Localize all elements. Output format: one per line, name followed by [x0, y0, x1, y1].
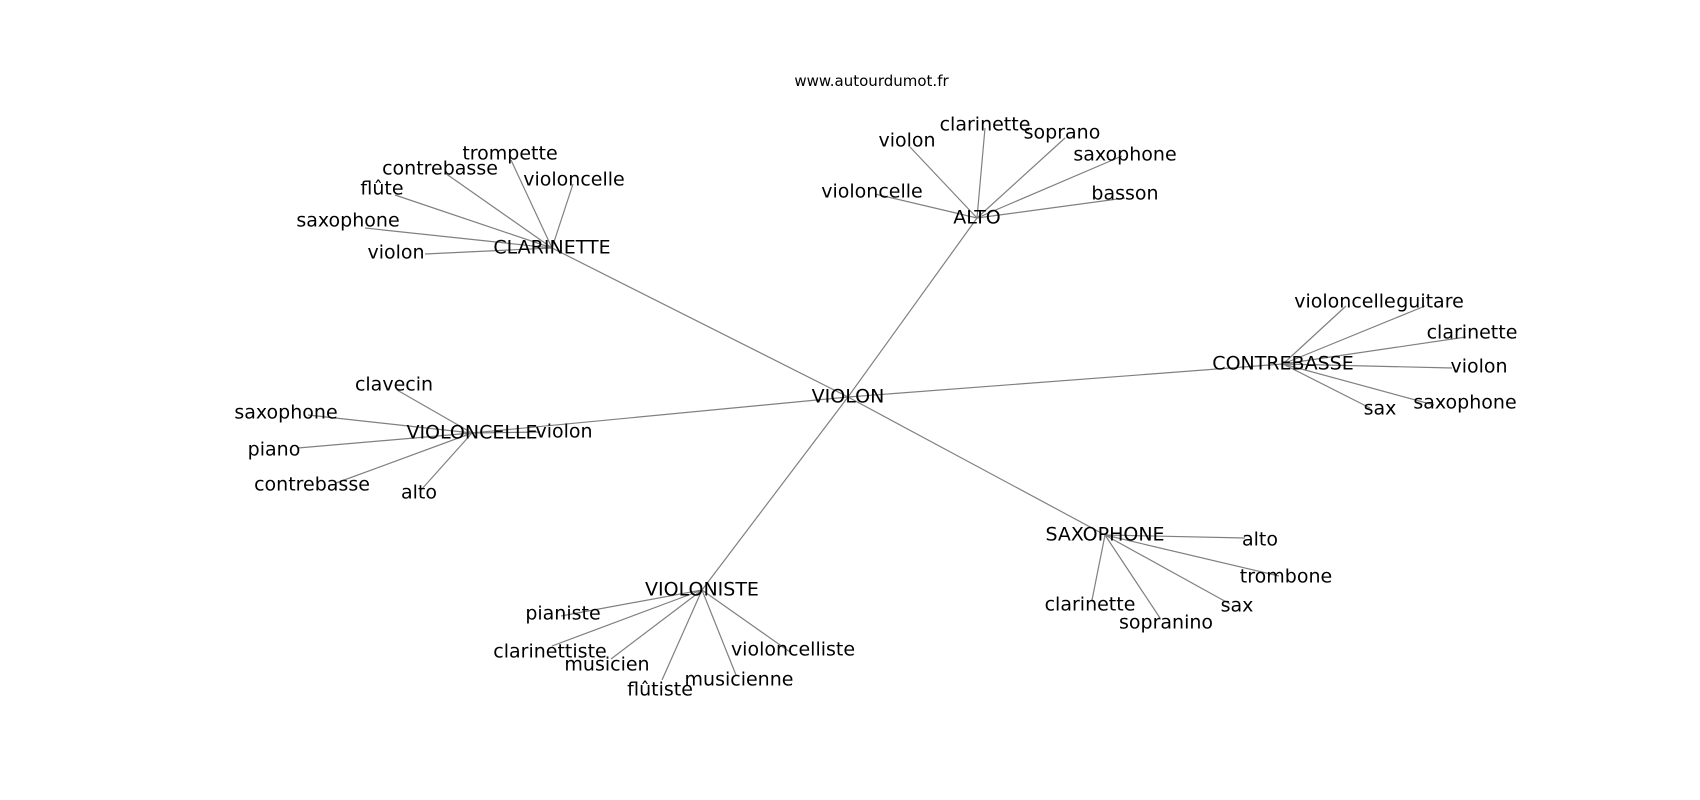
edge-clarinette-leaf — [364, 227, 553, 249]
edge-contrebasse-leaf — [1282, 363, 1453, 369]
edge-alto-leaf — [976, 127, 986, 219]
edge-contrebasse-leaf — [1282, 336, 1467, 365]
edge-saxophone-leaf — [1104, 534, 1280, 577]
leaf-word-violoncelle[interactable]: clavecin — [355, 374, 433, 396]
leaf-word-contrebasse[interactable]: sax — [1364, 398, 1397, 420]
leaf-word-clarinette[interactable]: trompette — [462, 143, 557, 165]
edge-violoncelle-leaf — [297, 432, 473, 449]
edge-root-saxophone — [847, 396, 1106, 536]
leaf-word-saxophone[interactable]: clarinette — [1045, 594, 1136, 616]
hub-word-violoniste[interactable]: VIOLONISTE — [645, 579, 759, 601]
leaf-word-clarinette[interactable]: contrebasse — [382, 158, 498, 180]
edge-violoniste-leaf — [701, 589, 791, 653]
edge-alto-leaf — [909, 146, 978, 219]
hub-word-violoncelle[interactable]: VIOLONCELLE — [406, 422, 537, 444]
leaf-word-clarinette[interactable]: flûte — [360, 178, 403, 200]
edge-clarinette-leaf — [444, 172, 553, 249]
leaf-word-contrebasse[interactable]: violon — [1450, 356, 1507, 378]
leaf-word-violoncelle[interactable]: piano — [248, 439, 301, 461]
graph-edges — [297, 127, 1467, 681]
edge-clarinette-leaf — [551, 183, 574, 249]
hub-word-contrebasse[interactable]: CONTREBASSE — [1212, 353, 1353, 375]
edge-contrebasse-leaf — [1282, 363, 1371, 409]
edge-violoniste-leaf — [560, 589, 703, 617]
leaf-word-saxophone[interactable]: trombone — [1240, 566, 1332, 588]
edge-root-violoniste — [701, 396, 849, 591]
edge-saxophone-leaf — [1104, 534, 1246, 539]
leaf-word-violoncelle[interactable]: alto — [401, 482, 437, 504]
edge-violoniste-leaf — [701, 589, 737, 676]
edge-clarinette-leaf — [394, 194, 553, 249]
leaf-word-saxophone[interactable]: sax — [1221, 595, 1254, 617]
root-word[interactable]: VIOLON — [812, 386, 885, 408]
leaf-word-contrebasse[interactable]: clarinette — [1427, 322, 1518, 344]
edge-alto-leaf — [976, 155, 1123, 219]
edge-root-alto — [847, 217, 978, 398]
edge-violoncelle-leaf — [307, 414, 473, 434]
edge-clarinette-leaf — [510, 159, 553, 249]
edge-violoniste-leaf — [551, 589, 703, 647]
leaf-word-violoniste[interactable]: musicienne — [685, 669, 794, 691]
leaf-word-alto[interactable]: clarinette — [940, 114, 1031, 136]
edge-saxophone-leaf — [1104, 534, 1231, 605]
edge-alto-leaf — [976, 197, 1126, 219]
edge-clarinette-leaf — [424, 247, 553, 255]
leaf-word-contrebasse[interactable]: saxophone — [1413, 392, 1516, 414]
site-url[interactable]: www.autourdumot.fr — [794, 72, 949, 90]
leaf-word-contrebasse[interactable]: guitare — [1396, 291, 1464, 313]
leaf-word-clarinette[interactable]: violoncelle — [523, 169, 624, 191]
edge-alto-leaf — [976, 137, 1066, 219]
leaf-word-alto[interactable]: soprano — [1024, 122, 1101, 144]
leaf-word-saxophone[interactable]: alto — [1242, 529, 1278, 551]
hub-word-saxophone[interactable]: SAXOPHONE — [1045, 524, 1164, 546]
leaf-word-violoncelle[interactable]: saxophone — [234, 402, 337, 424]
edge-saxophone-leaf — [1091, 534, 1106, 601]
leaf-word-clarinette[interactable]: saxophone — [296, 210, 399, 232]
edge-contrebasse-leaf — [1282, 305, 1347, 365]
edge-alto-leaf — [874, 193, 978, 219]
edge-contrebasse-leaf — [1282, 305, 1426, 365]
leaf-word-alto[interactable]: saxophone — [1073, 144, 1176, 166]
leaf-word-clarinette[interactable]: violon — [367, 242, 424, 264]
leaf-word-alto[interactable]: basson — [1091, 183, 1158, 205]
edge-root-clarinette — [551, 247, 849, 398]
leaf-word-violoncelle[interactable]: violon — [535, 421, 592, 443]
leaf-word-violoniste[interactable]: musicien — [564, 654, 649, 676]
edge-violoncelle-leaf — [335, 432, 473, 484]
hub-word-clarinette[interactable]: CLARINETTE — [493, 237, 610, 259]
leaf-word-violoniste[interactable]: flûtiste — [627, 679, 693, 701]
leaf-word-contrebasse[interactable]: violoncelle — [1294, 291, 1395, 313]
edge-violoncelle-leaf — [396, 389, 473, 434]
edge-contrebasse-leaf — [1282, 363, 1435, 406]
edge-violoniste-leaf — [610, 589, 703, 660]
edge-saxophone-leaf — [1104, 534, 1161, 619]
leaf-word-violoniste[interactable]: violoncelliste — [731, 639, 855, 661]
edge-root-contrebasse — [847, 363, 1284, 398]
leaf-word-violoncelle[interactable]: contrebasse — [254, 474, 370, 496]
edge-root-violoncelle — [471, 396, 849, 434]
leaf-word-violoniste[interactable]: pianiste — [525, 603, 600, 625]
leaf-word-alto[interactable]: violoncelle — [821, 181, 922, 203]
hub-word-alto[interactable]: ALTO — [953, 207, 1001, 229]
leaf-word-saxophone[interactable]: sopranino — [1119, 612, 1213, 634]
edge-violoncelle-leaf — [420, 432, 473, 491]
leaf-word-alto[interactable]: violon — [878, 130, 935, 152]
edge-violoncelle-leaf — [471, 431, 541, 434]
edge-violoniste-leaf — [661, 589, 703, 681]
leaf-word-violoniste[interactable]: clarinettiste — [493, 641, 606, 663]
